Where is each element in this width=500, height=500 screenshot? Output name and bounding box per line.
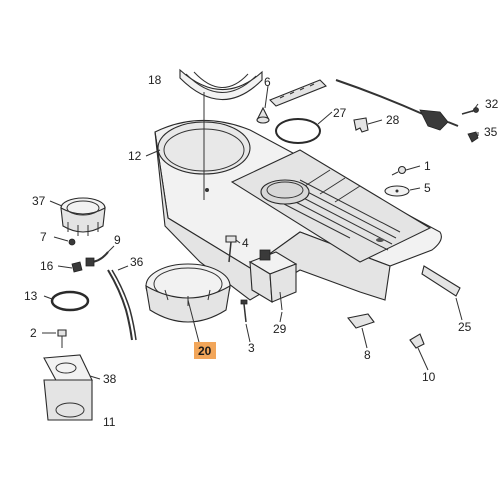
- part-28-clip: [353, 117, 369, 133]
- part-20-ring-holder: [145, 263, 231, 347]
- callout-13: 13: [24, 289, 38, 303]
- callout-12: 12: [128, 149, 142, 163]
- part-4-screw: [225, 235, 237, 263]
- part-1-screw: [391, 165, 407, 176]
- callout-32: 32: [485, 97, 499, 111]
- leader-lines: [42, 85, 479, 380]
- callout-7: 7: [40, 230, 47, 244]
- callout-27: 27: [333, 106, 347, 120]
- callout-36: 36: [130, 255, 144, 269]
- part-37-gauge: [60, 197, 106, 236]
- top-right-cable: [335, 79, 459, 131]
- callout-8: 8: [364, 348, 371, 362]
- callout-29: 29: [273, 322, 287, 336]
- part-25-bracket: [421, 265, 461, 297]
- part-32-screw: [461, 107, 479, 115]
- callout-1: 1: [424, 159, 431, 173]
- washer-hole: [395, 189, 399, 193]
- part-12-console-cover: [154, 92, 442, 301]
- part-16-plug: [71, 261, 83, 273]
- callout-16: 16: [40, 259, 54, 273]
- callout-20: 20: [198, 344, 212, 358]
- part-7-nut: [68, 238, 76, 246]
- callout-28: 28: [386, 113, 400, 127]
- part-8-clip: [347, 313, 375, 329]
- callout-9: 9: [114, 233, 121, 247]
- part-2-bolt: [57, 329, 67, 348]
- part-10-clip: [409, 333, 425, 349]
- callout-5: 5: [424, 181, 431, 195]
- callout-20-highlight: 20: [194, 342, 216, 359]
- callout-11: 11: [103, 415, 116, 429]
- callout-35: 35: [484, 125, 498, 139]
- part-18-ring: [179, 68, 263, 100]
- callout-10: 10: [422, 370, 436, 384]
- part-6-knob: [256, 106, 270, 124]
- part-35-fastener: [467, 131, 479, 143]
- part-38-bracket: [43, 354, 93, 421]
- part-3-screw: [240, 299, 248, 323]
- callout-18: 18: [148, 73, 162, 87]
- top-connector-strip: [269, 79, 327, 107]
- callout-25: 25: [458, 320, 472, 334]
- callout-6: 6: [264, 75, 271, 89]
- part-36-cable: [107, 269, 137, 341]
- callout-labels: 18 6 27 32 28 35 12 1 5 37 7 9 4 16 36 1…: [24, 73, 499, 429]
- callout-4: 4: [242, 236, 249, 250]
- vent-grille: [283, 169, 401, 251]
- callout-2: 2: [30, 326, 37, 340]
- part-13-ring: [50, 290, 90, 312]
- callout-38: 38: [103, 372, 117, 386]
- callout-37: 37: [32, 194, 46, 208]
- part-9-connector: [85, 251, 109, 267]
- callout-3: 3: [248, 341, 255, 355]
- part-27-oring: [275, 118, 321, 144]
- highlight-box: [194, 342, 216, 359]
- part-29-regulator: [248, 249, 298, 311]
